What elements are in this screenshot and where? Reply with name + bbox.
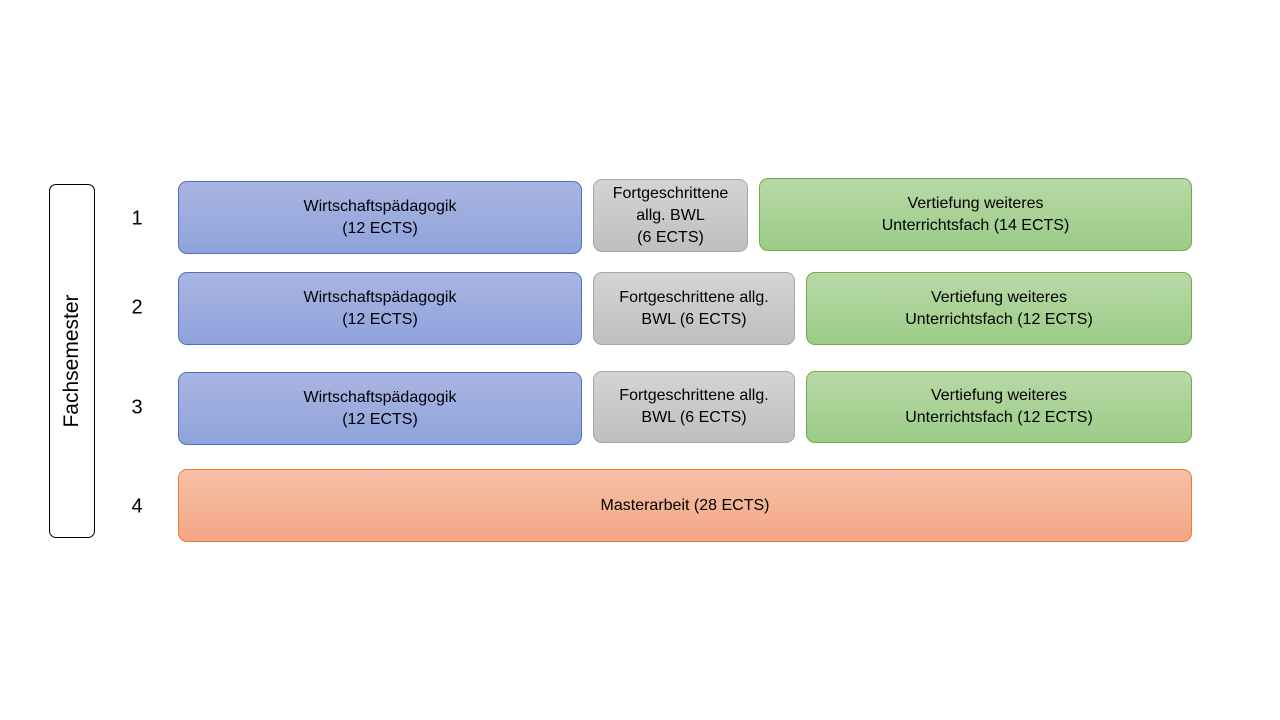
module-wirtschaftspaedagogik-sem2: Wirtschaftspädagogik (12 ECTS) [178,272,582,345]
semester-number-3: 3 [131,396,143,419]
module-bwl-sem2: Fortgeschrittene allg. BWL (6 ECTS) [593,272,795,345]
module-wirtschaftspaedagogik-sem1: Wirtschaftspädagogik (12 ECTS) [178,181,582,254]
module-bwl-sem1: Fortgeschrittene allg. BWL (6 ECTS) [593,179,748,252]
module-unterrichtsfach-sem1: Vertiefung weiteres Unterrichtsfach (14 … [759,178,1192,251]
module-wirtschaftspaedagogik-sem3: Wirtschaftspädagogik (12 ECTS) [178,372,582,445]
module-unterrichtsfach-sem3: Vertiefung weiteres Unterrichtsfach (12 … [806,371,1192,443]
module-bwl-sem3: Fortgeschrittene allg. BWL (6 ECTS) [593,371,795,443]
semester-axis-label: Fachsemester [60,294,83,428]
module-masterarbeit-sem4: Masterarbeit (28 ECTS) [178,469,1192,542]
semester-axis-box: Fachsemester [49,184,95,538]
semester-number-4: 4 [131,495,143,518]
semester-number-1: 1 [131,207,143,230]
semester-number-2: 2 [131,296,143,319]
module-unterrichtsfach-sem2: Vertiefung weiteres Unterrichtsfach (12 … [806,272,1192,345]
